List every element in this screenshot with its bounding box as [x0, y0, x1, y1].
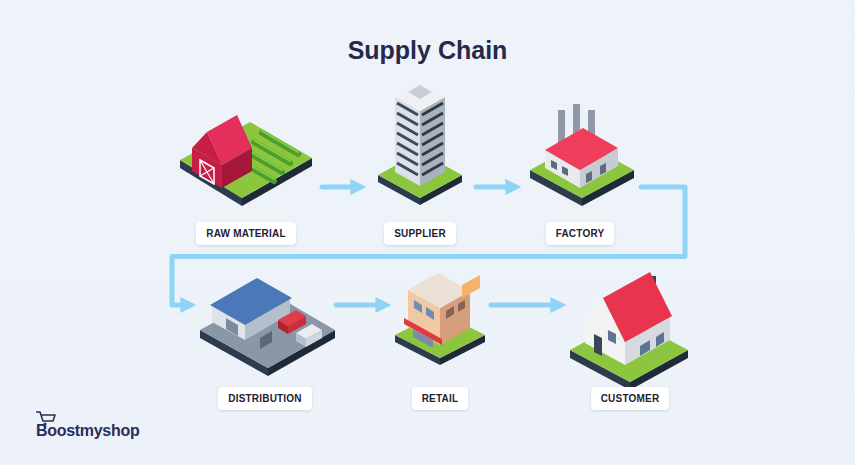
label-pill: DISTRIBUTION: [218, 387, 312, 410]
label-pill: FACTORY: [546, 222, 615, 245]
stage-node: SUPPLIER: [370, 105, 470, 245]
stage-label: DISTRIBUTION: [228, 393, 302, 404]
stage-label: CUSTOMER: [601, 393, 660, 404]
office-illustration: [378, 83, 462, 205]
logo-text: Boostmyshop: [36, 422, 139, 440]
label-pill: SUPPLIER: [384, 222, 456, 245]
flow-arrow: [322, 185, 360, 190]
stage-label: RETAIL: [422, 393, 459, 404]
flow-arrow: [476, 185, 515, 190]
stage-node: RAW MATERIAL: [176, 105, 316, 245]
stage-node: DISTRIBUTION: [200, 268, 330, 410]
farm-illustration: [180, 115, 312, 206]
diagram-title: Supply Chain: [0, 36, 855, 65]
warehouse-illustration: [200, 278, 335, 376]
flow-arrow: [491, 303, 560, 308]
label-pill: CUSTOMER: [591, 387, 670, 410]
stage-label: FACTORY: [556, 228, 605, 239]
stage-label: SUPPLIER: [394, 228, 446, 239]
flow-arrow: [336, 303, 385, 308]
label-pill: RETAIL: [412, 387, 469, 410]
label-pill: RAW MATERIAL: [196, 222, 295, 245]
stage-node: FACTORY: [525, 105, 635, 245]
stage-node: CUSTOMER: [570, 268, 690, 410]
stage-node: RETAIL: [395, 268, 485, 410]
stage-label: RAW MATERIAL: [206, 228, 285, 239]
factory-illustration: [530, 104, 634, 206]
house-illustration: [570, 272, 688, 390]
shop-illustration: [395, 273, 485, 365]
